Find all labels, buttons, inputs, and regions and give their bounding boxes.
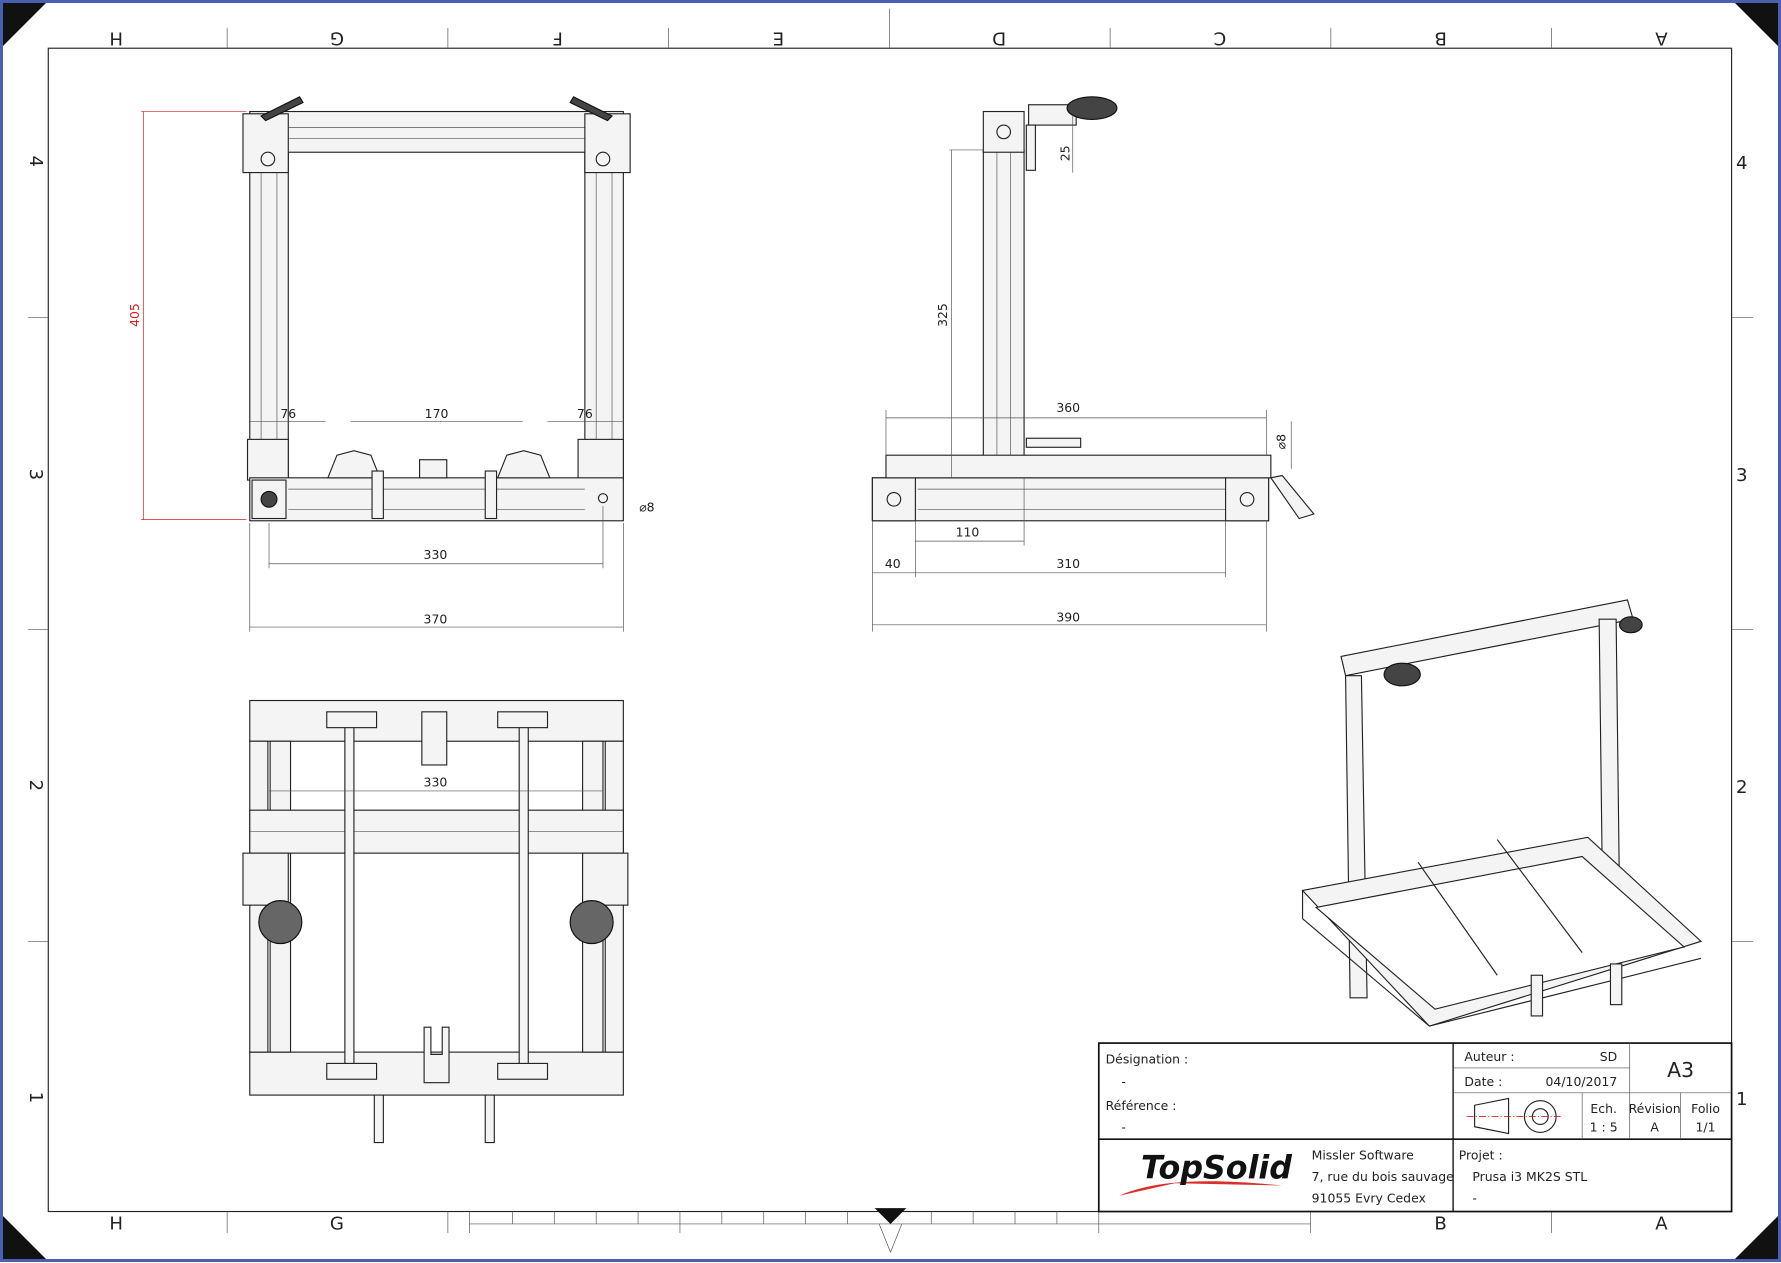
dimension-label: ⌀8	[639, 500, 654, 515]
revision-label: Révision	[1629, 1101, 1681, 1116]
drawing-canvas: H G F E D C B A H G B A 4 3 2 1 4 3 2 1	[3, 3, 1778, 1259]
dimension-label: 110	[956, 525, 980, 540]
dimension-label: 330	[424, 774, 448, 789]
dimension-label: 330	[424, 547, 448, 562]
dimension-label: ⌀8	[1274, 434, 1289, 449]
scale-ruler	[469, 1211, 1311, 1233]
author-label: Auteur :	[1464, 1049, 1514, 1064]
designation-label: Désignation :	[1106, 1051, 1189, 1066]
grid-row-label: 4	[1736, 153, 1748, 174]
project-value: Prusa i3 MK2S STL	[1472, 1169, 1587, 1184]
project-label: Projet :	[1459, 1148, 1503, 1163]
isometric-view	[1301, 599, 1703, 1027]
revision-value: A	[1650, 1119, 1659, 1134]
sheet-format: A3	[1667, 1058, 1694, 1082]
author-value: SD	[1600, 1049, 1617, 1064]
corner-mark	[3, 1216, 47, 1259]
grid-row-label: 1	[25, 1092, 46, 1104]
grid-row-label: 2	[25, 780, 46, 792]
folio-label: Folio	[1691, 1101, 1720, 1116]
side-view: 25 325 360 ⌀8 110 40 310 390	[871, 96, 1315, 632]
svg-text:TopSolid: TopSolid	[1141, 1151, 1292, 1187]
grid-col-label: H	[109, 1214, 123, 1235]
dimension-label: 360	[1056, 400, 1080, 415]
dimension-label: 40	[885, 556, 901, 571]
projection-symbol-icon	[1466, 1097, 1563, 1135]
date-value: 04/10/2017	[1546, 1074, 1618, 1089]
topsolid-logo: TopSolid	[1119, 1151, 1292, 1196]
centering-arrow	[874, 1208, 907, 1224]
grid-col-label: G	[330, 1214, 344, 1235]
dimension-label: 325	[935, 303, 950, 327]
dimension-label: 25	[1057, 145, 1072, 161]
project-sub: -	[1472, 1190, 1477, 1205]
corner-mark	[1734, 3, 1778, 46]
dimension-label: 76	[577, 406, 593, 421]
grid-row-label: 4	[25, 156, 46, 168]
folio-value: 1/1	[1696, 1119, 1716, 1134]
front-view: 405 76 170 76 330 370 ⌀8	[127, 96, 655, 632]
grid-col-label: E	[773, 27, 784, 48]
corner-mark	[3, 3, 47, 46]
date-label: Date :	[1464, 1074, 1502, 1089]
grid-col-label: B	[1434, 27, 1446, 48]
dimension-label: 390	[1056, 609, 1080, 624]
bottom-view: 330	[242, 699, 629, 1144]
grid-row-label: 1	[1736, 1089, 1748, 1110]
dimension-label: 370	[424, 612, 448, 627]
company-street: 7, rue du bois sauvage	[1312, 1169, 1454, 1184]
grid-col-label: F	[552, 27, 562, 48]
grid-col-label: H	[109, 27, 123, 48]
scale-label: Ech.	[1590, 1101, 1617, 1116]
grid-row-label: 2	[1736, 777, 1748, 798]
grid-row-label: 3	[25, 469, 46, 481]
company-city: 91055 Evry Cedex	[1312, 1190, 1426, 1205]
grid-col-label: G	[330, 27, 344, 48]
corner-mark	[1734, 1216, 1778, 1259]
grid-ticks	[27, 8, 1754, 1233]
reference-label: Référence :	[1106, 1098, 1177, 1113]
grid-col-label: C	[1214, 27, 1227, 48]
company-name: Missler Software	[1312, 1148, 1414, 1163]
scale-value: 1 : 5	[1590, 1119, 1618, 1134]
grid-col-label: A	[1655, 1214, 1668, 1235]
grid-row-label: 3	[1736, 465, 1748, 486]
reference-value: -	[1121, 1119, 1126, 1134]
grid-col-label: A	[1655, 27, 1668, 48]
grid-col-label: B	[1434, 1214, 1446, 1235]
title-block: Désignation : - Référence : - Auteur : S…	[1097, 1042, 1733, 1213]
dimension-label: 170	[425, 406, 449, 421]
grid-col-label: D	[992, 27, 1006, 48]
dimension-label: 76	[280, 406, 296, 421]
dimension-label: 310	[1056, 556, 1080, 571]
dimension-label: 405	[127, 303, 142, 327]
designation-value: -	[1121, 1074, 1126, 1089]
